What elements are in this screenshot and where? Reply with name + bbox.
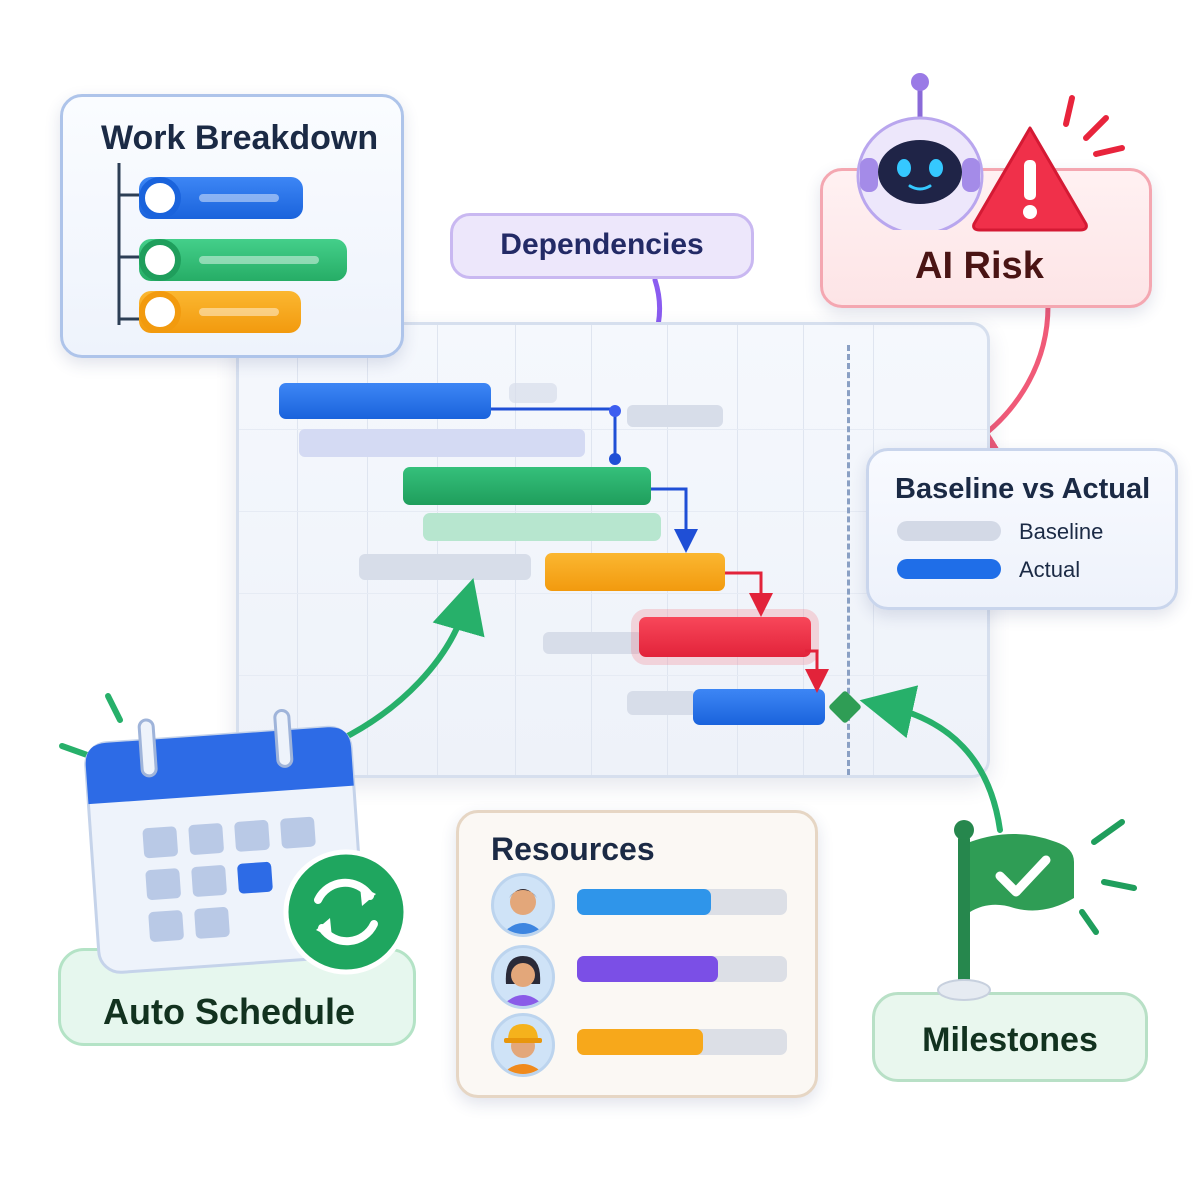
resources-card: Resources xyxy=(456,810,818,1098)
dependencies-label: Dependencies xyxy=(500,228,704,261)
actual-swatch xyxy=(897,559,1001,579)
baseline-bar-5 xyxy=(543,632,643,654)
auto-schedule-label: Auto Schedule xyxy=(103,991,356,1032)
dependency-links xyxy=(491,405,829,693)
baseline-bar-6 xyxy=(627,691,697,715)
robot-icon xyxy=(856,73,984,230)
ai-risk-label: AI Risk xyxy=(915,245,1044,287)
milestones-chip: Milestones xyxy=(872,992,1148,1082)
resource-bar-3 xyxy=(577,1029,787,1055)
warning-triangle-icon xyxy=(972,126,1088,232)
calendar-icon xyxy=(59,693,409,975)
baseline-bar-1b xyxy=(627,405,723,427)
task-bar-green[interactable] xyxy=(403,467,651,505)
baseline-bar-3 xyxy=(423,513,661,541)
resource-bar-2 xyxy=(577,956,787,982)
milestones-arrow xyxy=(859,685,1003,833)
resource-fill-3 xyxy=(577,1029,703,1055)
wbs-item-blue[interactable] xyxy=(139,177,303,219)
resources-title: Resources xyxy=(491,831,655,867)
wbs-item-orange[interactable] xyxy=(139,291,301,333)
task-bar-orange[interactable] xyxy=(545,553,725,591)
task-bar-blue-final[interactable] xyxy=(693,689,825,725)
woman-avatar-icon xyxy=(491,945,555,1009)
gantt-chart xyxy=(236,322,990,778)
resource-fill-1 xyxy=(577,889,712,915)
auto-schedule-arrow xyxy=(337,578,485,743)
node-icon xyxy=(139,177,181,219)
worker-hardhat-avatar-icon xyxy=(491,1013,555,1077)
node-icon xyxy=(139,239,181,281)
node-icon xyxy=(139,291,181,333)
task-bar-blue[interactable] xyxy=(279,383,491,419)
alert-spark-icon xyxy=(1063,95,1125,157)
tree-lines xyxy=(117,163,141,325)
baseline-bar-1 xyxy=(509,383,557,403)
baseline-swatch xyxy=(897,521,1001,541)
work-breakdown-title: Work Breakdown xyxy=(101,119,379,157)
baseline-vs-actual-card: Baseline vs Actual Baseline Actual xyxy=(866,448,1178,610)
actual-legend-label: Actual xyxy=(1019,557,1081,582)
work-breakdown-card: Work Breakdown xyxy=(60,94,404,358)
baseline-bar-4 xyxy=(359,554,531,580)
today-line xyxy=(847,345,850,775)
baseline-bar-2 xyxy=(299,429,585,457)
baseline-card-title: Baseline vs Actual xyxy=(895,473,1151,505)
wbs-item-green[interactable] xyxy=(139,239,347,281)
man-avatar-icon xyxy=(491,873,555,937)
resource-fill-2 xyxy=(577,956,718,982)
dependencies-chip: Dependencies xyxy=(450,213,754,279)
milestone-flag-icon xyxy=(937,819,1137,1001)
baseline-legend-label: Baseline xyxy=(1019,519,1104,544)
task-bar-red-risk[interactable] xyxy=(639,617,811,657)
milestones-label: Milestones xyxy=(922,1021,1098,1059)
resource-bar-1 xyxy=(577,889,787,915)
